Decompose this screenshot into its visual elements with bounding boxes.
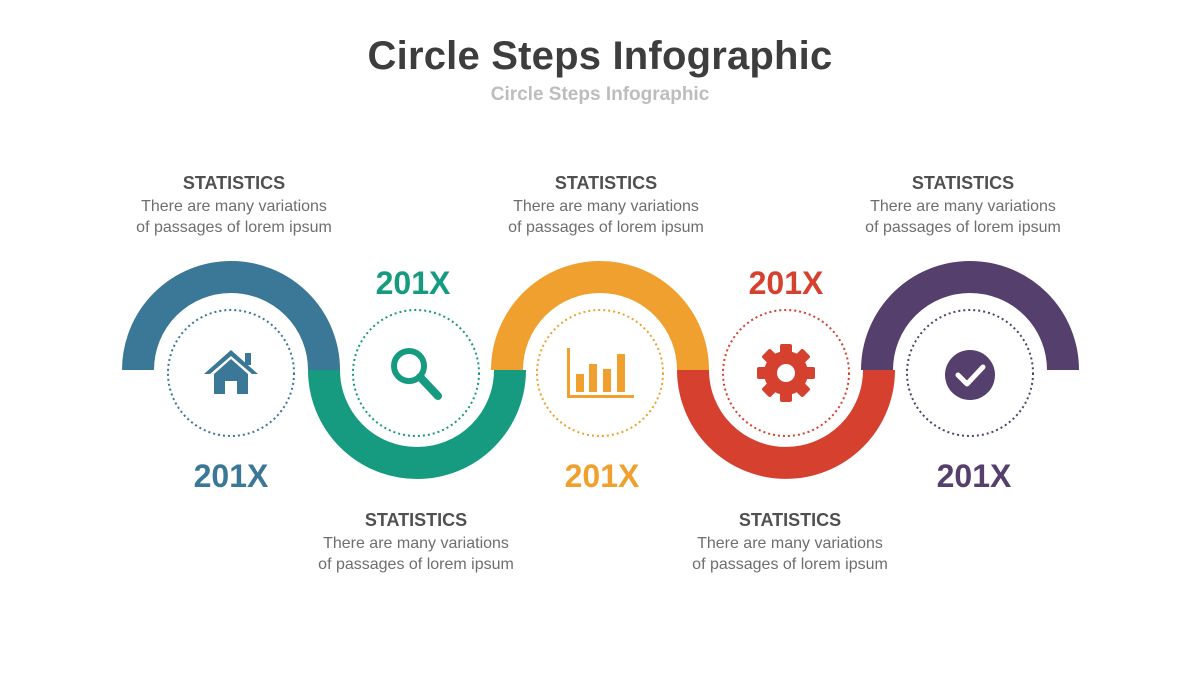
- step-1-text: STATISTICS There are many variations of …: [104, 172, 364, 238]
- gear-icon: [757, 344, 815, 402]
- step-2-dotted-circle: [352, 309, 480, 437]
- step-1-dotted-circle: [167, 309, 295, 437]
- home-icon: [204, 350, 258, 394]
- step-2-heading: STATISTICS: [364, 510, 468, 530]
- step-5-description-line-1: There are many variations: [870, 198, 1056, 215]
- step-3-description-line-1: There are many variations: [513, 198, 699, 215]
- step-3-year: 201X: [564, 458, 640, 494]
- step-3-arc: [491, 261, 709, 371]
- step-3-description-line-2: of passages of lorem ipsum: [508, 219, 704, 236]
- step-5-description-line-2: of passages of lorem ipsum: [865, 219, 1061, 236]
- step-3-dotted-circle: [536, 309, 664, 437]
- step-1-description-line-1: There are many variations: [141, 198, 327, 215]
- step-4-dotted-circle: [722, 309, 850, 437]
- step-1-arc: [122, 261, 340, 371]
- step-4-text: STATISTICS There are many variations of …: [660, 509, 920, 575]
- step-4-arc: [677, 369, 895, 479]
- step-2-text: STATISTICS There are many variations of …: [286, 509, 546, 575]
- step-2-description-line-1: There are many variations: [323, 535, 509, 552]
- step-3-heading: STATISTICS: [554, 173, 658, 193]
- step-2-year: 201X: [375, 265, 451, 301]
- step-4-heading: STATISTICS: [738, 510, 842, 530]
- step-2-arc: [308, 369, 526, 479]
- step-1-heading: STATISTICS: [182, 173, 286, 193]
- step-3-text: STATISTICS There are many variations of …: [476, 172, 736, 238]
- step-4-year: 201X: [748, 265, 824, 301]
- step-4-description-line-2: of passages of lorem ipsum: [692, 556, 888, 573]
- page-subtitle: Circle Steps Infographic: [490, 84, 710, 105]
- search-icon: [391, 348, 442, 400]
- bar-chart-icon: [567, 348, 634, 398]
- step-1-description-line-2: of passages of lorem ipsum: [136, 219, 332, 236]
- step-5-text: STATISTICS There are many variations of …: [833, 172, 1093, 238]
- step-5-year: 201X: [936, 458, 1012, 494]
- step-4-description-line-1: There are many variations: [697, 535, 883, 552]
- step-1-year: 201X: [193, 458, 269, 494]
- step-5-arc: [861, 261, 1079, 371]
- check-circle-icon: [945, 350, 995, 400]
- step-2-description-line-2: of passages of lorem ipsum: [318, 556, 514, 573]
- step-5-heading: STATISTICS: [911, 173, 1015, 193]
- page-title: Circle Steps Infographic: [367, 34, 833, 78]
- step-5-dotted-circle: [906, 309, 1034, 437]
